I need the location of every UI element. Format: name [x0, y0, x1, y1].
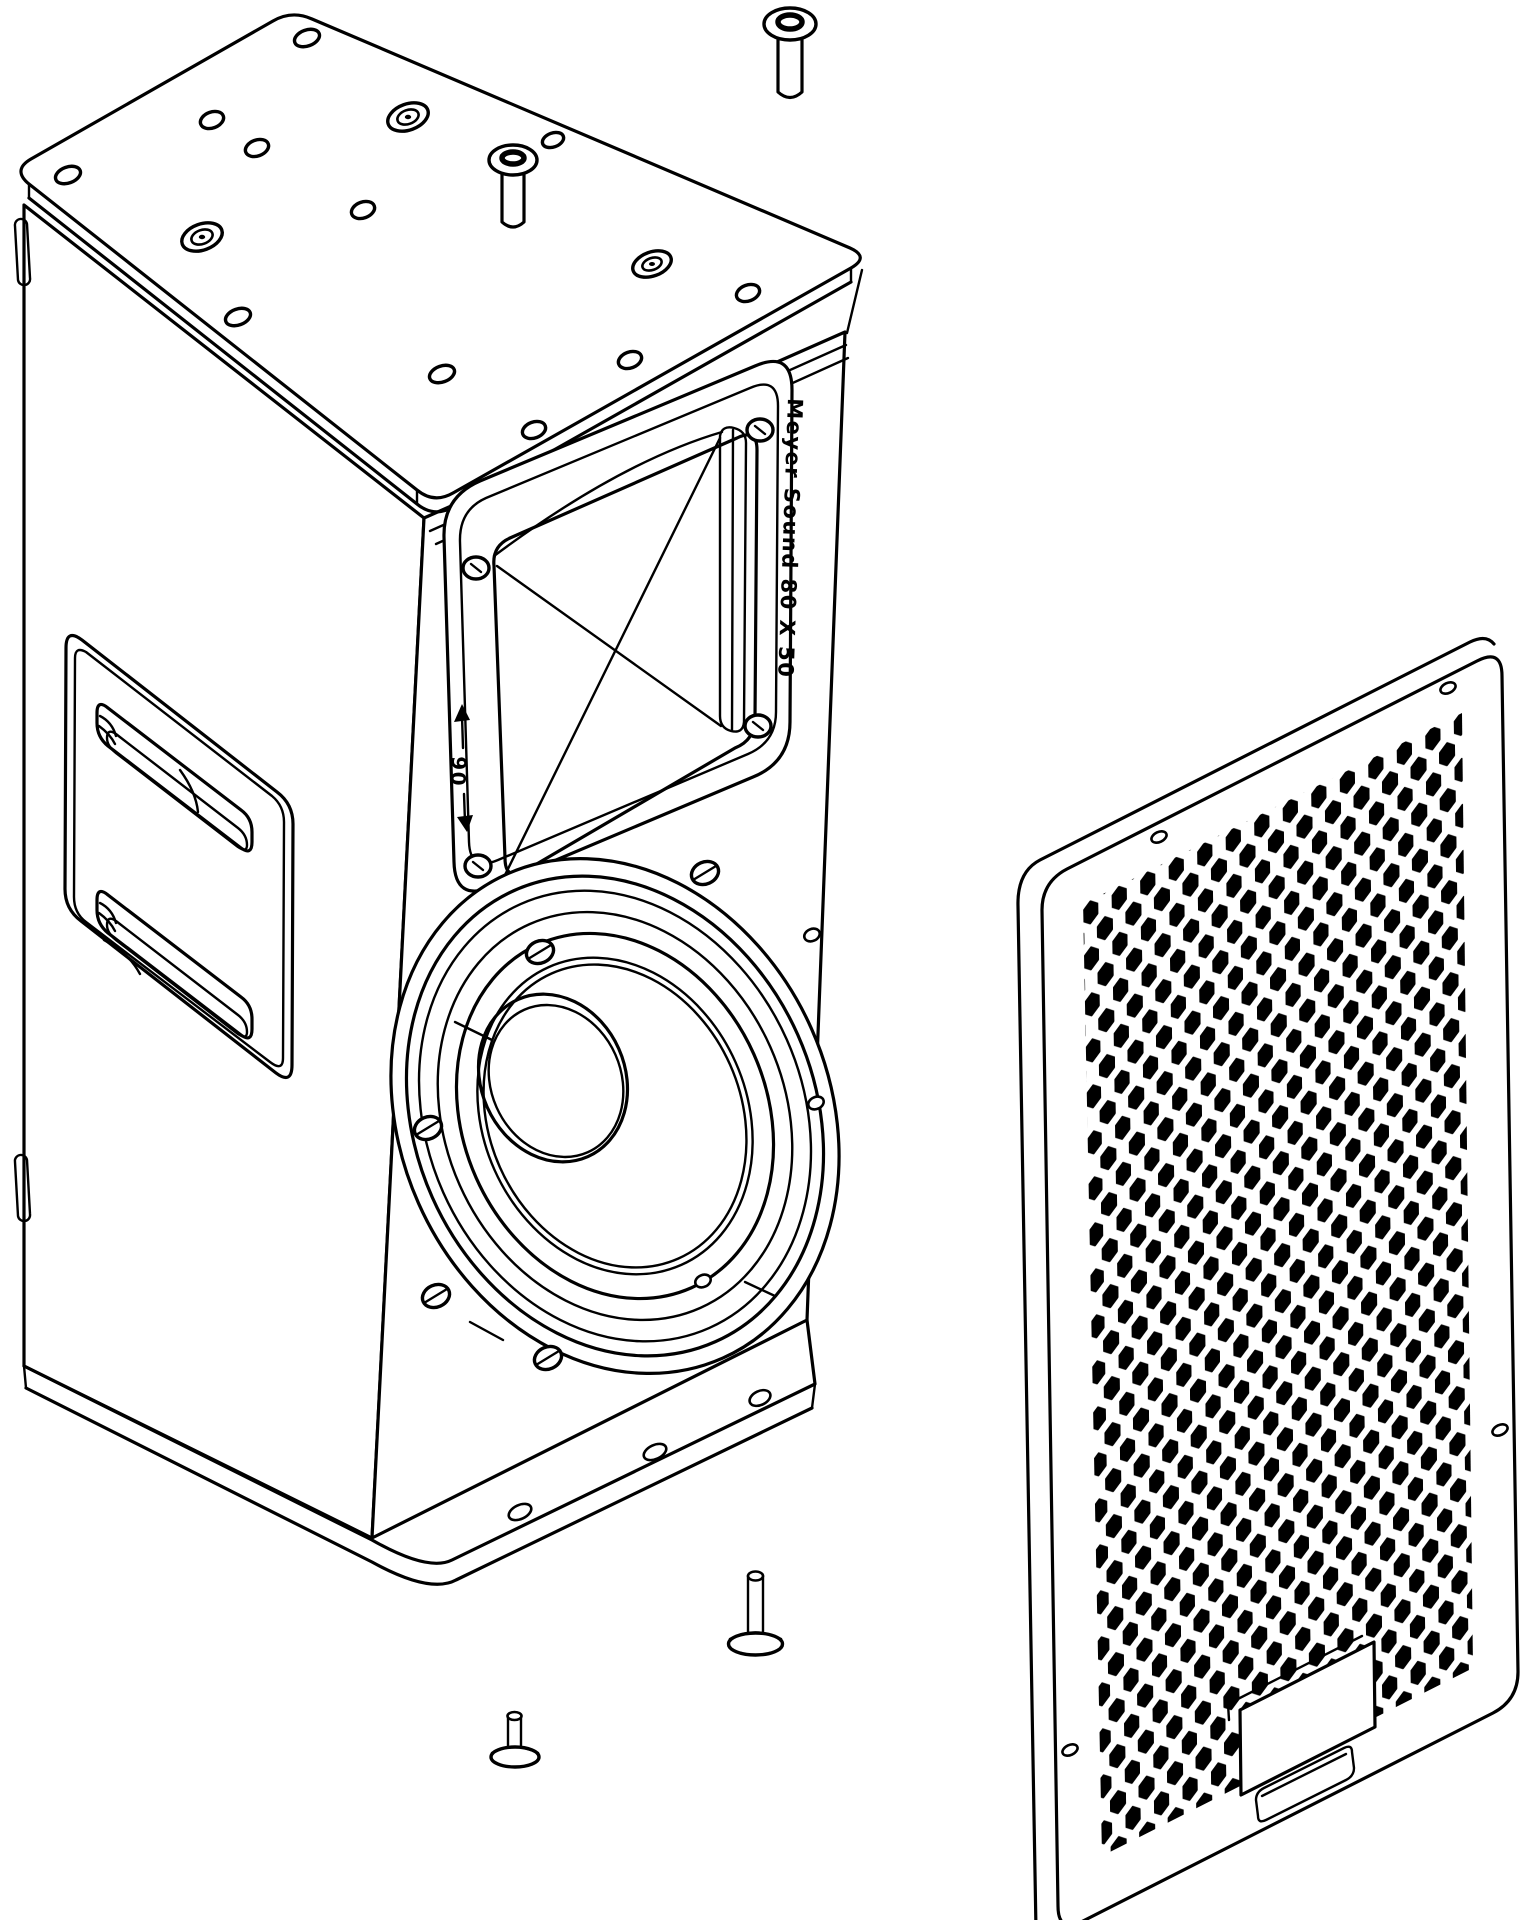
top-plate-countersunk-hole: [180, 221, 224, 253]
side-handle: [63, 633, 295, 1080]
horn-corner-screw: [745, 417, 775, 443]
woofer-rim-screw: [806, 1095, 826, 1111]
bottom-plate-hole: [507, 1502, 533, 1522]
grille-badge-plate: [1238, 1640, 1377, 1797]
horn-flange: [442, 359, 794, 893]
screw-shaft: [776, 34, 804, 100]
rear-rigging-slot: [13, 217, 32, 287]
handle-slot: [95, 702, 254, 853]
bottom-screw: [726, 1570, 785, 1657]
bottom-screw: [489, 1710, 541, 1769]
bottom-plate: [22, 1318, 817, 1586]
handle-plate: [63, 633, 295, 1080]
screw-shaft: [500, 170, 526, 229]
screw-head-recess: [499, 149, 527, 167]
woofer-rim-clamp: [412, 1114, 444, 1142]
top-plate-edge: [27, 182, 853, 506]
horn-corner-screw: [461, 555, 491, 581]
bottom-plate-hole: [642, 1442, 668, 1462]
top-plate-holes: [53, 27, 762, 441]
handle-plate-inner: [72, 648, 286, 1068]
woofer-frame-ticks: [453, 1020, 777, 1342]
horn-wall-edge: [503, 436, 722, 877]
screw-tip: [746, 1570, 765, 1582]
front-grille: [1016, 636, 1520, 1920]
screw-tip: [506, 1710, 523, 1722]
woofer-rim-clamp: [420, 1282, 452, 1310]
woofer-rim-clamp: [524, 938, 556, 966]
woofer-frame: [417, 889, 813, 1343]
grille-border-hole: [1439, 681, 1457, 695]
cabinet: Meyer Sound 80 X 50 90: [13, 6, 864, 1769]
woofer-rim-screw: [693, 1273, 713, 1289]
handle-slot: [95, 889, 254, 1040]
screw-head: [487, 143, 539, 177]
top-plate: [19, 13, 862, 514]
woofer: [389, 857, 841, 1375]
grille-border-hole: [1491, 1423, 1509, 1437]
top-plate-countersunk-hole: [631, 249, 673, 279]
grille-badge: [1226, 1634, 1377, 1823]
woofer-rim-clamp: [689, 859, 721, 887]
woofer-rim-screw: [802, 927, 822, 943]
woofer-mount-ring: [404, 874, 826, 1358]
horn-corner-screw: [463, 853, 493, 879]
woofer-dust-cap: [476, 992, 630, 1164]
top-plate-countersunk-hole: [386, 101, 430, 133]
woofer-cone-edge: [482, 963, 748, 1269]
top-screw: [487, 143, 539, 229]
screw-head: [762, 6, 818, 42]
woofer-rim-clamp: [532, 1344, 564, 1372]
grille-border-hole: [1061, 1743, 1079, 1757]
grille-badge-pull: [1254, 1745, 1356, 1823]
bottom-plate-hole: [748, 1388, 772, 1408]
woofer-recess: [389, 857, 841, 1375]
screw-head-recess: [775, 12, 805, 32]
top-screw: [762, 6, 818, 100]
woofer-surround-inner: [476, 956, 754, 1276]
arrow-down-icon: [457, 815, 473, 832]
rear-rigging-slot: [13, 1153, 32, 1223]
horn-flange-inner: [458, 383, 780, 865]
arrow-up-icon: [454, 704, 470, 722]
horn-assembly: Meyer Sound 80 X 50 90: [442, 359, 807, 893]
horn-corner-screw: [743, 713, 773, 739]
horn-wall-edge: [495, 564, 723, 728]
woofer-gasket: [436, 910, 794, 1322]
grille-border-hole: [1150, 830, 1168, 844]
horn-wall-curve: [492, 430, 724, 558]
horn-rotation-marking: 90: [446, 704, 473, 832]
woofer-dust-cap-inner: [487, 1003, 625, 1159]
cabinet-right-edge-sliver: [845, 268, 864, 335]
grille-thickness-edge: [1016, 636, 1496, 1920]
horn-rotation-text: 90: [446, 756, 471, 788]
grille-perforation: [1083, 713, 1473, 1856]
